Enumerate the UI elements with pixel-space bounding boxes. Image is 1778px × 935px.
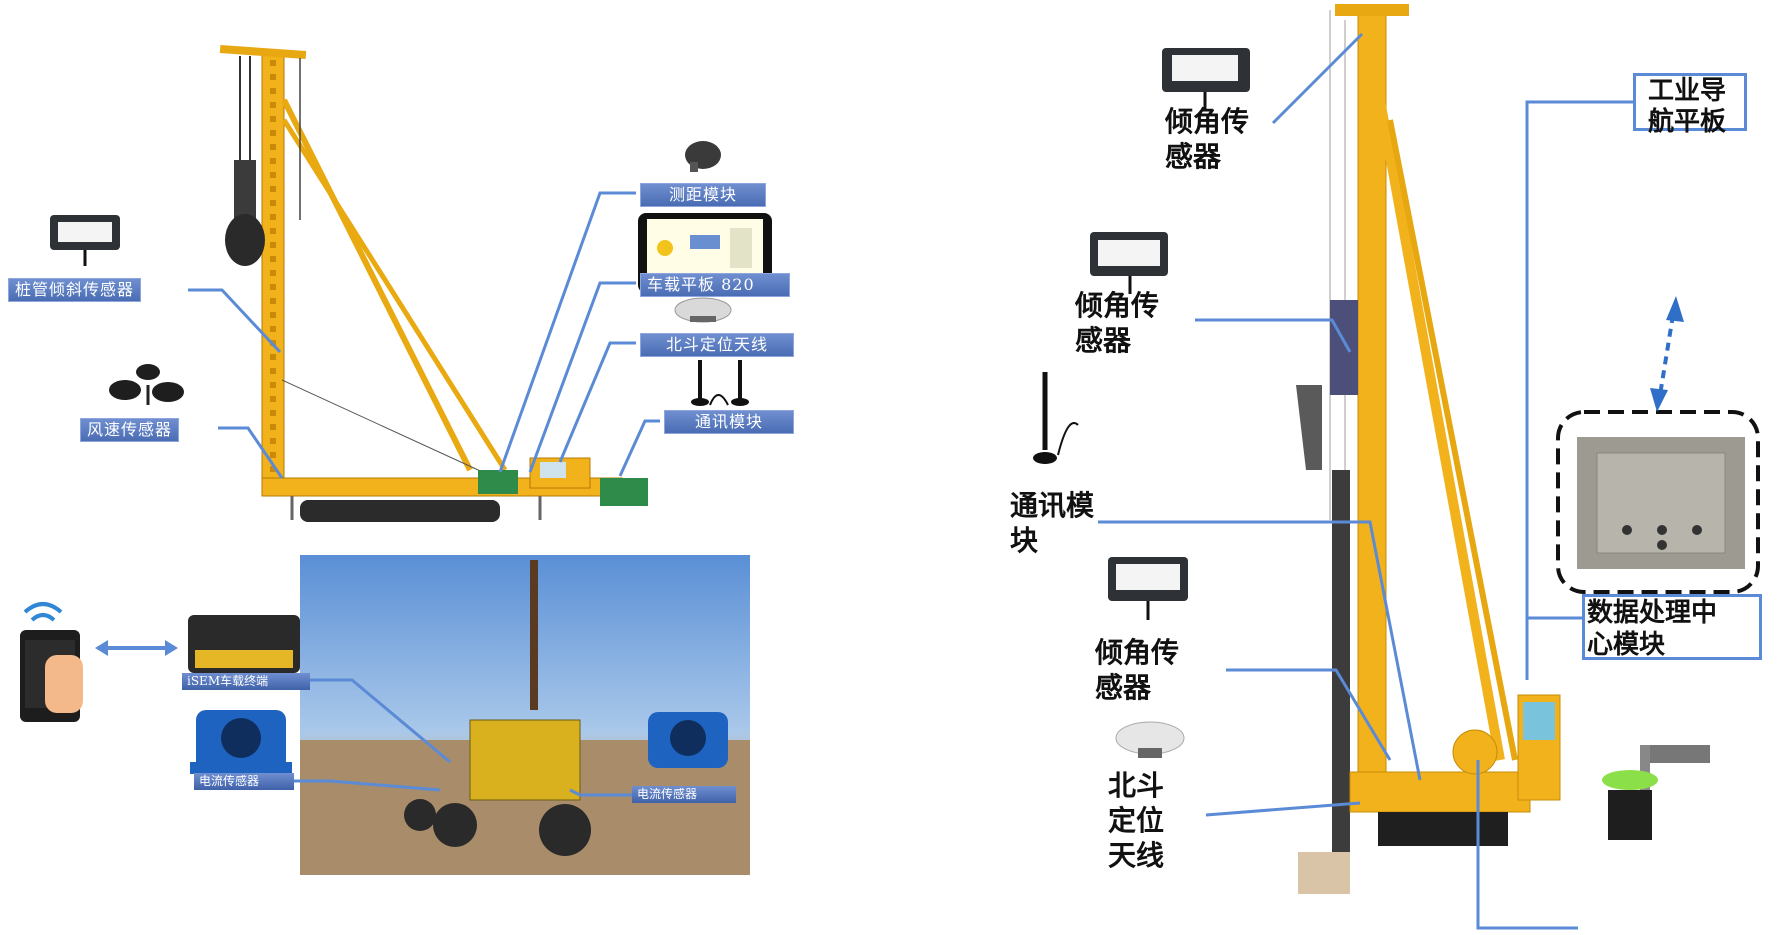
current-sensor-label-left: 电流传感器 [194, 773, 294, 790]
site-photo [300, 555, 750, 875]
tablet-center-link [1658, 314, 1675, 396]
tilt-sensor-icon-left [50, 215, 120, 266]
vehicle-tablet-label: 车载平板 820 [640, 273, 790, 297]
data-center-module-label: 数据处理中 心模块 [1587, 598, 1718, 660]
isem-terminal-label: iSEM车载终端 [182, 673, 310, 690]
data-center-dashed-frame [1556, 410, 1760, 594]
comm-antenna-icon-left [691, 360, 749, 406]
arrow-head-right [165, 640, 178, 656]
encoder-icon [1602, 745, 1710, 840]
phone-hand-icon [20, 602, 83, 722]
anemometer-icon [109, 364, 184, 405]
isem-terminal-icon [188, 615, 300, 673]
tilt-sensor-label-2: 倾角传 感器 [1075, 289, 1160, 357]
data-center-module-box: 数据处理中 心模块 [1582, 594, 1762, 660]
wind-speed-sensor-label: 风速传感器 [80, 418, 180, 442]
tilt-sensor-icon-2 [1090, 232, 1168, 294]
pile-tilt-sensor-label: 桩管倾斜传感器 [8, 278, 142, 302]
tilt-sensor-icon-3 [1108, 557, 1188, 620]
left-top-leader-lines [188, 191, 660, 479]
beidou-antenna-label-right: 北斗 定位 天线 [1108, 769, 1165, 872]
comm-antenna-icon-right [1033, 372, 1079, 464]
industrial-tablet-box: 工业导 航平板 [1633, 73, 1747, 137]
right-leader-lines [1098, 32, 1635, 930]
industrial-tablet-label: 工业导 航平板 [1648, 76, 1727, 137]
beidou-antenna-label: 北斗定位天线 [640, 333, 794, 357]
link-arrow-head-up [1666, 296, 1684, 322]
comm-module-label-right: 通讯模 块 [1010, 489, 1095, 557]
tilt-sensor-icon-1 [1162, 48, 1250, 110]
gnss-antenna-icon-right [1115, 721, 1185, 758]
ranging-module-label: 测距模块 [640, 183, 766, 207]
data-center-box-icon [1577, 437, 1745, 569]
gnss-antenna-icon-left [674, 297, 732, 323]
current-sensor-icon-left [190, 710, 292, 774]
tilt-sensor-label-3: 倾角传 感器 [1095, 636, 1180, 704]
arrow-head-left [95, 640, 108, 656]
link-arrow-head-down [1650, 388, 1668, 412]
left-pile-rig [219, 45, 648, 522]
ranging-module-icon [685, 141, 721, 172]
left-bottom-leader-lines [290, 678, 632, 797]
right-pile-rig [1296, 4, 1561, 894]
comm-module-label: 通讯模块 [664, 410, 794, 434]
tilt-sensor-label-1: 倾角传 感器 [1165, 105, 1250, 173]
current-sensor-label-right: 电流传感器 [632, 786, 736, 803]
